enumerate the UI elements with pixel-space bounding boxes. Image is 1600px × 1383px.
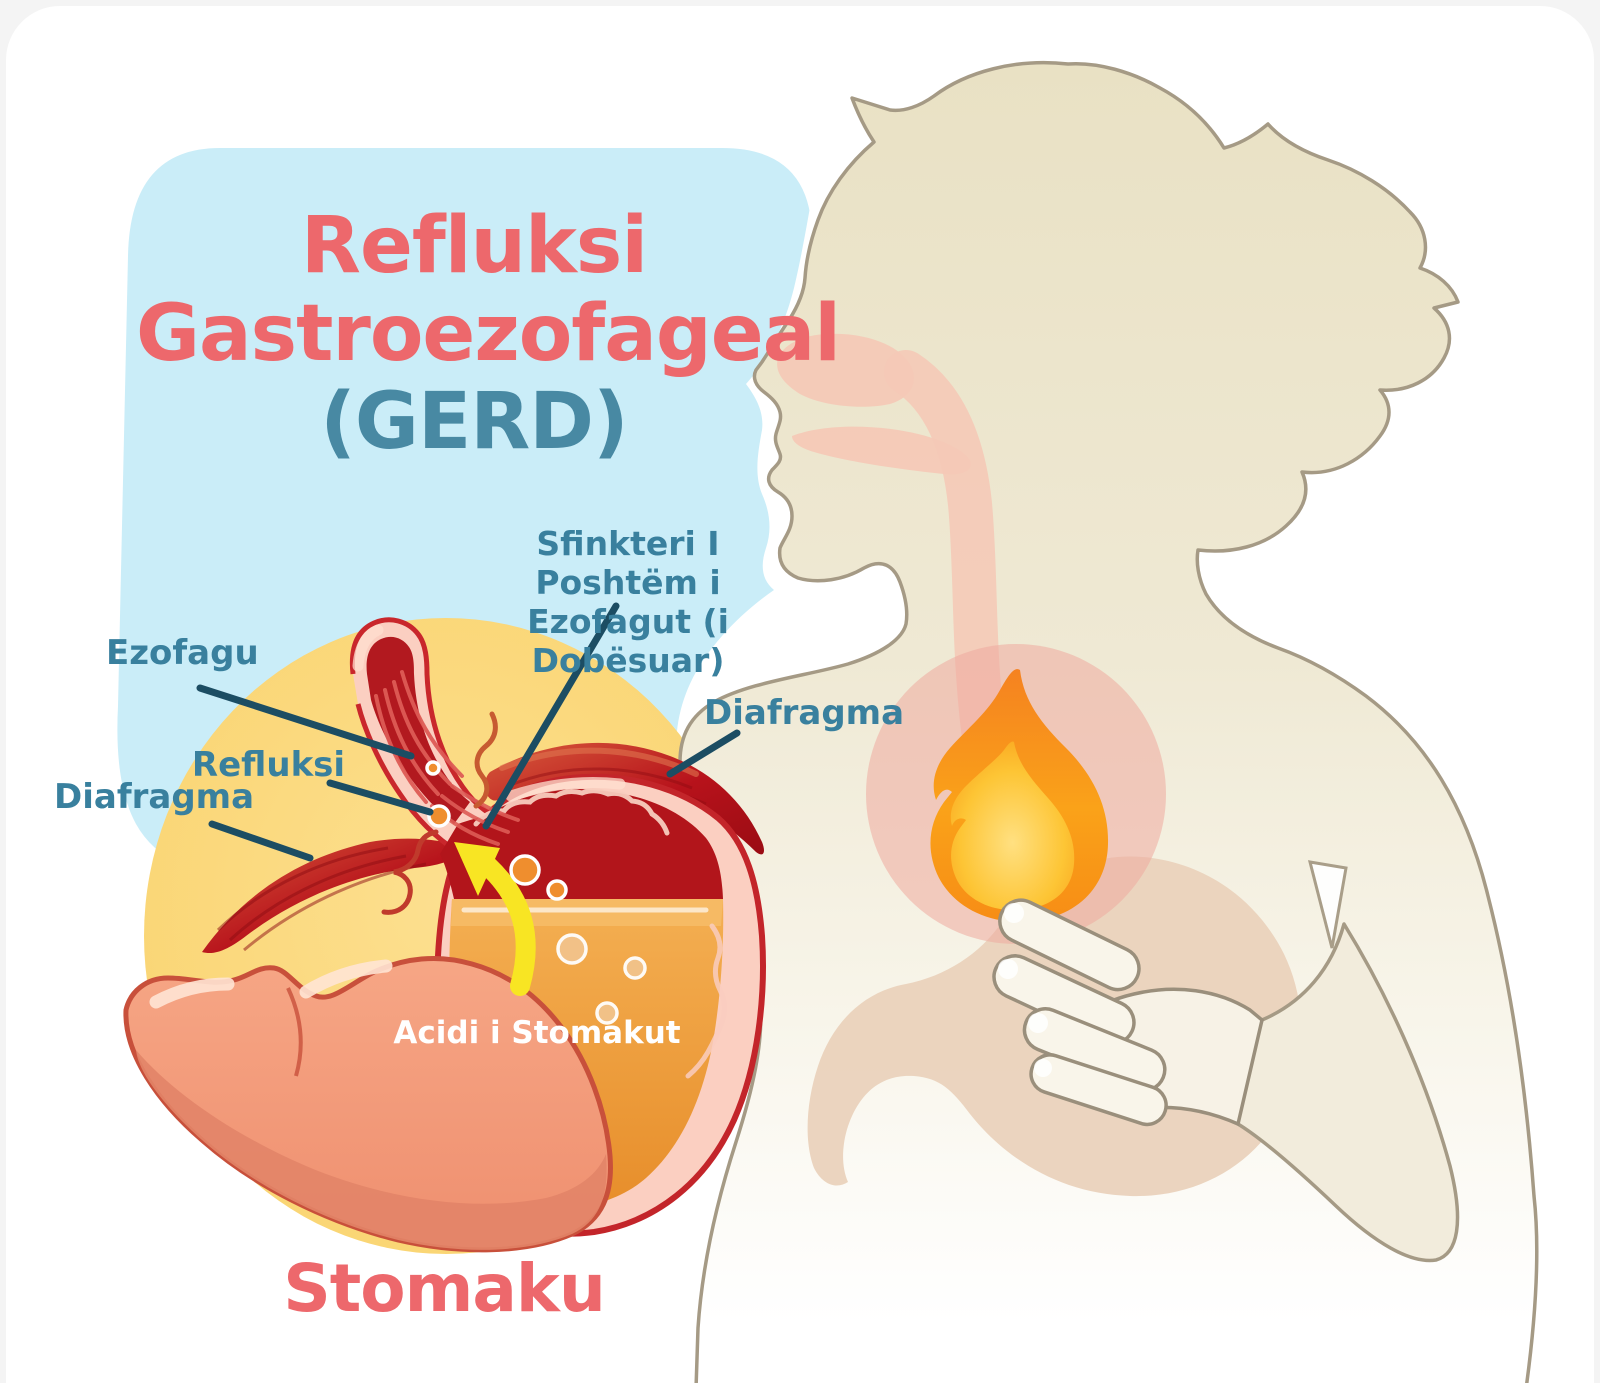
stomach-inner-wall-wave [473, 788, 670, 836]
label-diaphragm-right: Diafragma [704, 693, 905, 733]
nail-highlight [998, 959, 1018, 979]
reflux-arrow-icon [454, 842, 536, 996]
title-line-3: (GERD) [320, 377, 628, 467]
mouth-tongue [792, 426, 971, 475]
title-line-1: Refluksi [300, 201, 648, 291]
label-stomach-caption: Stomaku [283, 1250, 606, 1327]
pointer-diaphragm-left [208, 820, 314, 862]
pointer-reflux [326, 779, 434, 816]
pointer-diaphragm-right [666, 729, 741, 778]
label-sphincter: Sfinkteri I Poshtëm i Ezofagut (i Dobësu… [458, 524, 798, 680]
label-diaphragm-left: Diafragma [54, 777, 255, 817]
acid-bubbles [556, 933, 647, 1025]
stomach-organ-front [123, 955, 613, 1253]
pointer-esophagus [196, 684, 415, 760]
flame-inner [950, 741, 1075, 911]
nail-highlight [1028, 1013, 1048, 1033]
nail-highlight [1034, 1059, 1052, 1077]
forearm [1229, 922, 1460, 1263]
body-silhouette [678, 60, 1539, 1383]
pointer-sphincter [482, 602, 620, 830]
label-sphincter-line1: Sfinkteri I Poshtëm i [535, 524, 721, 602]
label-esophagus: Ezofagu [106, 633, 259, 673]
elbow-crease [1307, 860, 1348, 949]
poster-card: Refluksi Gastroezofageal (GERD) Sfinkter… [6, 6, 1594, 1383]
poster-title: Refluksi Gastroezofageal (GERD) [136, 201, 841, 467]
nail-highlight [1004, 903, 1024, 923]
finger-index [998, 898, 1141, 992]
irritation-squiggle-lower [381, 829, 439, 915]
reflux-bubbles [425, 760, 568, 901]
pointer-lines [196, 602, 741, 862]
wall-highlight [352, 624, 626, 802]
finger-pinky [1029, 1053, 1168, 1127]
label-reflux: Refluksi [191, 745, 346, 785]
irritation-squiggle-upper [473, 711, 498, 809]
hand [992, 898, 1264, 1127]
title-line-2: Gastroezofageal [136, 289, 841, 379]
nasal-cavity [777, 333, 914, 407]
label-stomach-acid: Acidi i Stomakut [393, 1015, 681, 1051]
label-sphincter-line2: Ezofagut (i Dobësuar) [527, 602, 729, 680]
gerd-illustration [117, 60, 1539, 1383]
rugae-wave [685, 923, 728, 1079]
